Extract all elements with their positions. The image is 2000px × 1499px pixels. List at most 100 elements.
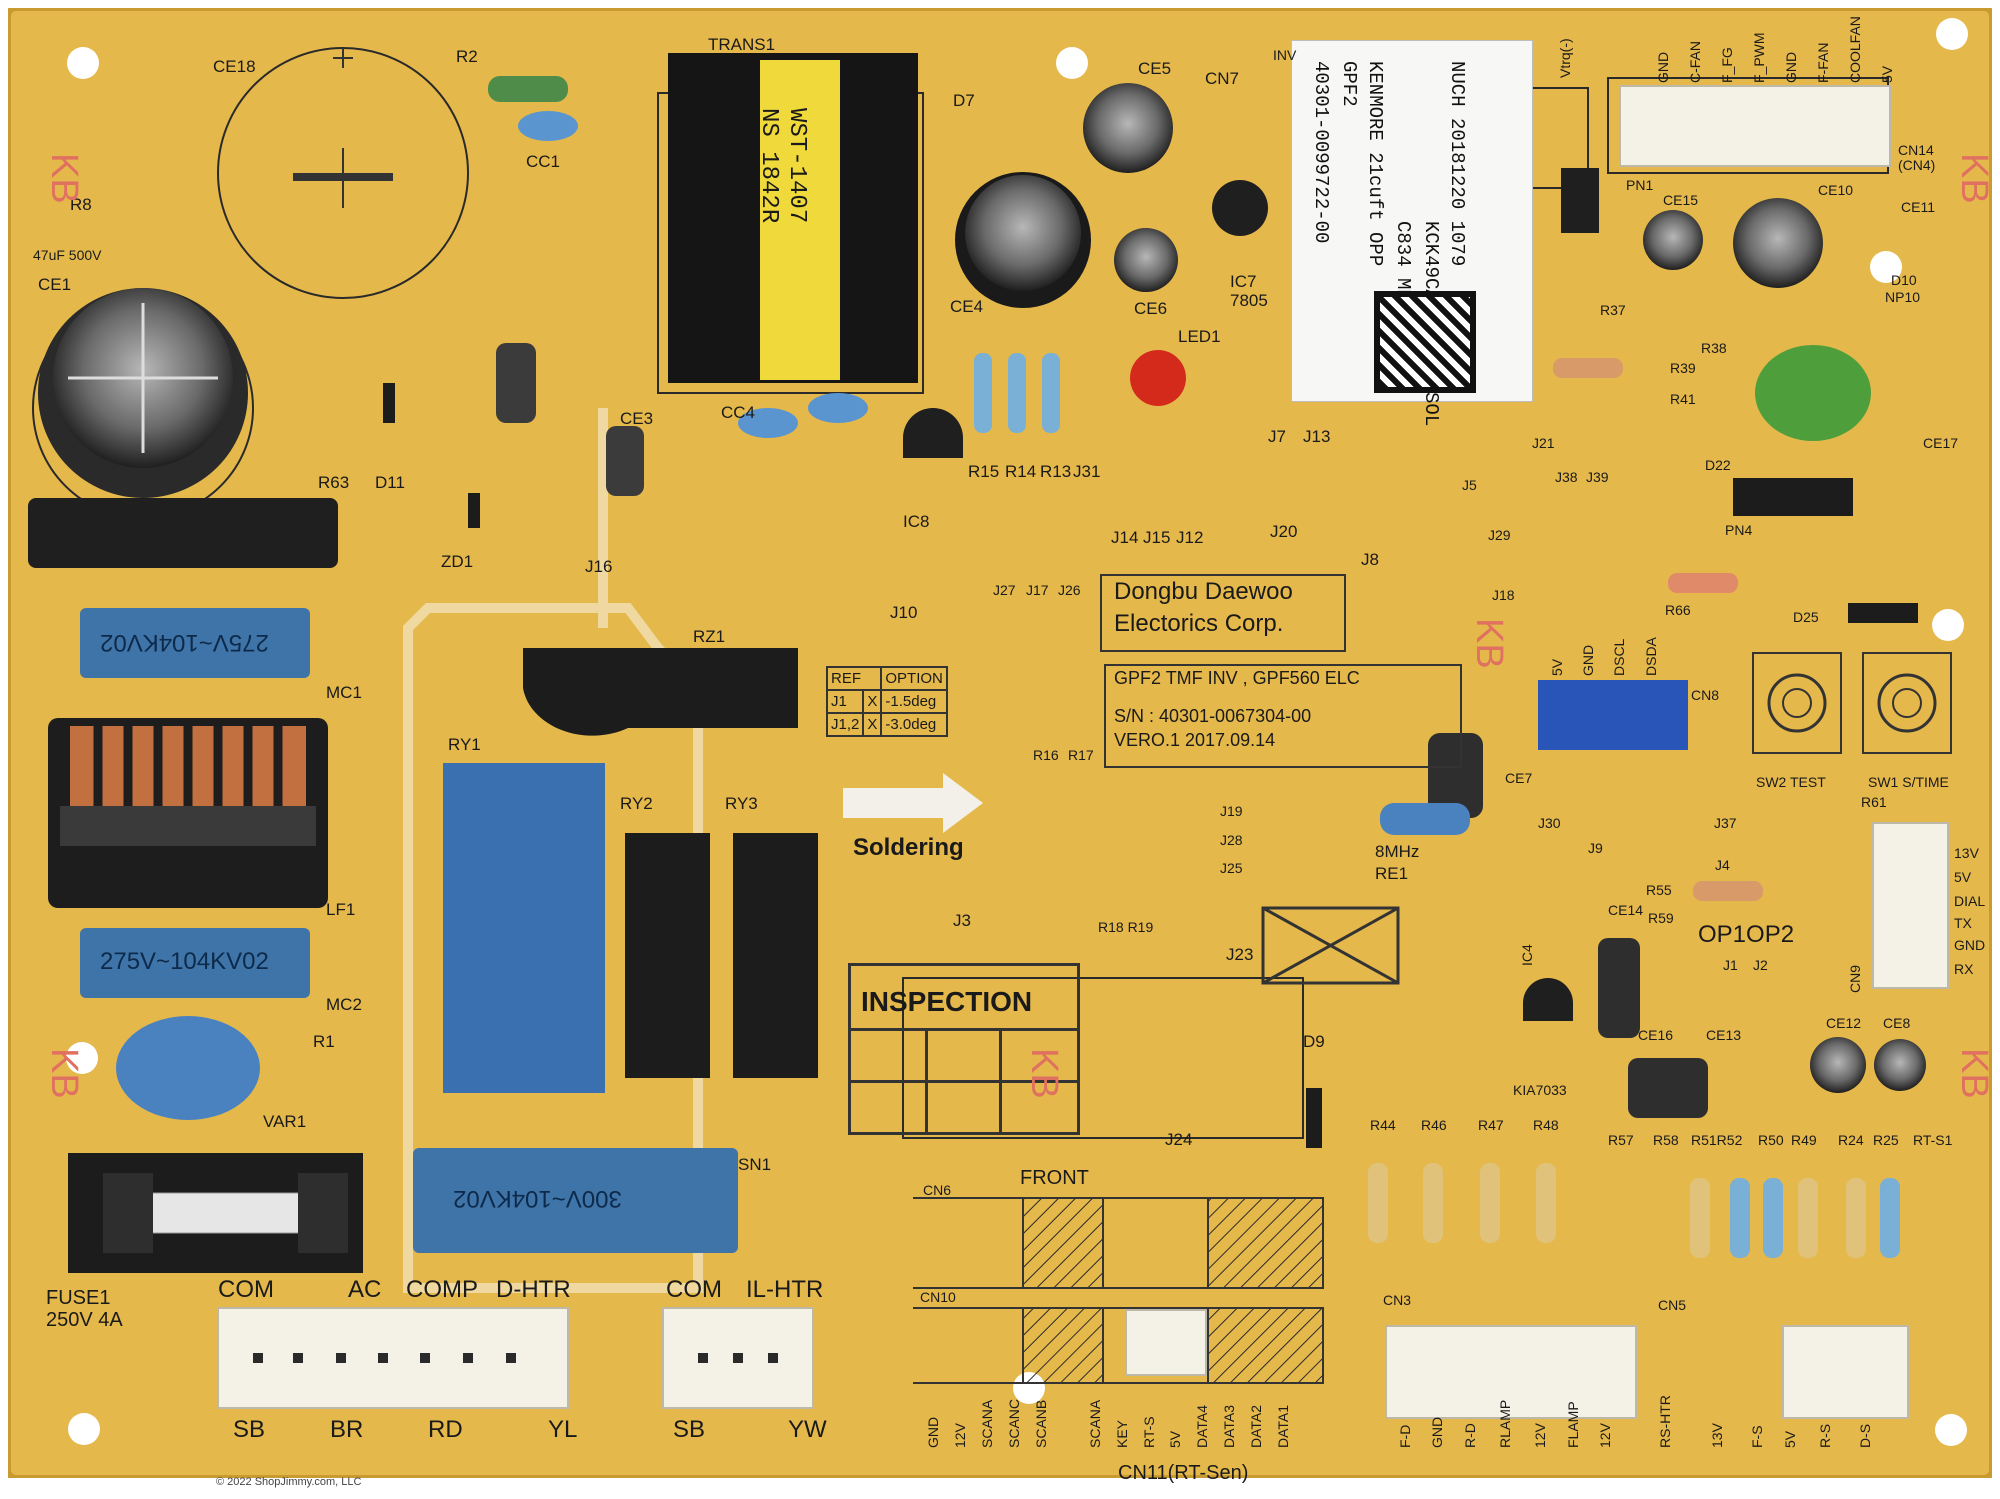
resistors (488, 76, 1900, 1258)
ref-ce3: CE3 (620, 409, 654, 428)
ref-kia7033: KIA7033 (1513, 1082, 1567, 1098)
ref-cell: J1,2 (825, 712, 865, 737)
conn-yl-label: YL (548, 1416, 578, 1443)
cn3-pin: GND (1429, 1416, 1445, 1448)
ref-r55: R55 (1646, 882, 1672, 898)
conn2-sb-label: SB (673, 1416, 706, 1443)
ref-r47: R47 (1478, 1117, 1504, 1133)
ref-j38: J38 (1555, 469, 1578, 485)
cn8-connector (1538, 680, 1688, 750)
cn3-pin: F-D (1397, 1424, 1413, 1448)
ref-mc2: MC2 (326, 995, 362, 1014)
copyright-text: © 2022 ShopJimmy.com, LLC (216, 1476, 362, 1488)
ref-cn4: (CN4) (1898, 157, 1936, 173)
ref-r58: R58 (1653, 1132, 1679, 1148)
ry1-relay (443, 763, 605, 1093)
bridge-rectifier (28, 498, 338, 568)
ref-j13: J13 (1303, 427, 1331, 446)
cn6-cn10-footprints (913, 1197, 1324, 1384)
trans1-transformer (668, 53, 918, 383)
ref-r49: R49 (1791, 1132, 1817, 1148)
ref-np10: NP10 (1885, 289, 1921, 305)
re1-frequency: 8MHz (1375, 842, 1420, 861)
ref-ce6: CE6 (1134, 299, 1168, 318)
mc1-capacitor (80, 608, 310, 678)
ref-d22: D22 (1705, 457, 1731, 473)
ref-cc1: CC1 (526, 152, 561, 171)
soldering-label: Soldering (853, 834, 964, 861)
ry3-relay (733, 833, 818, 1078)
ref-r37: R37 (1600, 302, 1626, 318)
conn-dhtr-label: D-HTR (496, 1276, 571, 1303)
ce18-outline (293, 48, 393, 208)
white-connectors (217, 85, 1949, 1419)
company-line-2: Electorics Corp. (1114, 610, 1284, 637)
ref-ce1: CE1 (38, 275, 72, 294)
company-box: Dongbu Daewoo Electorics Corp. (1100, 574, 1346, 652)
mounting-hole (68, 1413, 100, 1445)
ref-ce17: CE17 (1923, 435, 1959, 451)
transformer-label-1: WST-1407 (783, 108, 810, 224)
ref-cell: X (862, 712, 883, 737)
sticker-model: GPF2 (1338, 61, 1360, 107)
cn14-pin: GND (1655, 51, 1671, 83)
ref-ce16: CE16 (1638, 1027, 1674, 1043)
cn3-pin: FLAMP (1565, 1401, 1581, 1448)
cn5-pin: F-S (1749, 1425, 1765, 1448)
ref-ce11: CE11 (1901, 199, 1935, 215)
sticker-date: NUCH 20181220 1079 (1446, 61, 1468, 267)
cn11-pin: KEY (1114, 1419, 1130, 1448)
ref-d7: D7 (953, 91, 975, 110)
ref-rz1: RZ1 (693, 627, 726, 646)
cn11-pin: SCANB (1033, 1399, 1049, 1448)
inspection-label: INSPECTION (861, 986, 1033, 1017)
ref-re1: RE1 (1375, 864, 1409, 883)
cn9-pin: RX (1954, 961, 1974, 977)
ref-rt-s1: RT-S1 (1913, 1132, 1953, 1148)
kb-stamp: KB (43, 1048, 85, 1099)
ref-cell: -1.5deg (880, 689, 948, 714)
ref-r15: R15 (968, 462, 1000, 481)
cn11-pin: DATA3 (1221, 1404, 1237, 1448)
ref-j1: J1 (1723, 957, 1738, 973)
cn5-pin: 13V (1709, 1423, 1725, 1448)
fuse-rating: 250V 4A (46, 1309, 123, 1331)
ref-j21: J21 (1532, 435, 1555, 451)
mounting-hole (1936, 18, 1968, 50)
ref-d10: D10 (1891, 272, 1917, 288)
gpf-line-2: S/N : 40301-0067304-00 (1114, 706, 1312, 726)
cn9-pin: 5V (1954, 869, 1972, 885)
vtrq-label: Vtrq(-) (1557, 38, 1573, 78)
ref-j31: J31 (1073, 462, 1101, 481)
cn8-pin: GND (1580, 644, 1596, 676)
cn14-pin: 5V (1879, 65, 1895, 83)
ref-r61: R61 (1861, 794, 1887, 810)
transistors (903, 168, 1599, 1021)
kb-stamp: KB (1953, 153, 1995, 204)
ref-pn1: PN1 (1626, 177, 1654, 193)
ref-led1: LED1 (1178, 327, 1221, 346)
mc2-print: 275V~104KV02 (100, 948, 269, 975)
ref-r41: R41 (1670, 391, 1696, 407)
ref-ce7: CE7 (1505, 770, 1533, 786)
cn11-pin: SCANA (1087, 1399, 1103, 1448)
conn-comp-label: COMP (406, 1276, 478, 1303)
cn14-pin: C-FAN (1687, 41, 1703, 83)
cn9-pin: TX (1954, 915, 1972, 931)
ref-r8: R8 (70, 195, 92, 214)
cn11-pin: DATA2 (1248, 1404, 1264, 1448)
cn3-pin: RLAMP (1497, 1399, 1513, 1448)
diodes (383, 383, 1918, 1148)
ref-r2: R2 (456, 47, 478, 66)
ref-r39: R39 (1670, 360, 1696, 376)
re1-resonator (1380, 803, 1470, 835)
cn8-pin: DSDA (1643, 637, 1659, 676)
ref-cn11: CN11(RT-Sen) (1118, 1462, 1249, 1484)
ref-j18: J18 (1492, 587, 1515, 603)
cn9-pin: 13V (1954, 845, 1979, 861)
front-label: FRONT (1020, 1167, 1089, 1189)
ref-r44: R44 (1370, 1117, 1396, 1133)
ref-mc1: MC1 (326, 683, 362, 702)
ref-r1: R1 (313, 1032, 335, 1051)
fuse-label: FUSE1 (46, 1287, 111, 1309)
